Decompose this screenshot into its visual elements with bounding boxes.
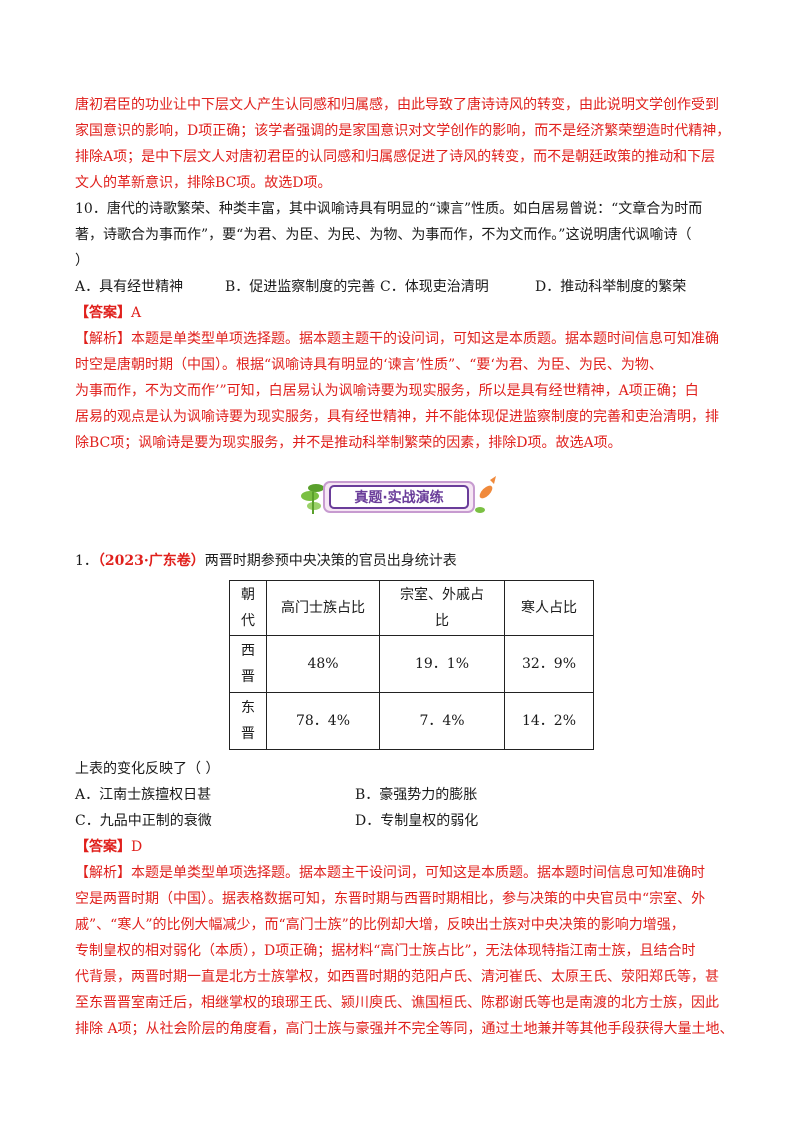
answer-value: A: [131, 305, 142, 321]
question-options-row: C．九品中正制的衰微 D．专制皇权的弱化: [75, 808, 735, 834]
table-cell: 19．1%: [379, 635, 505, 693]
text-line: 文人的革新意识，排除BC项。故选D项。: [75, 175, 332, 191]
option-d: D．专制皇权的弱化: [355, 813, 479, 829]
previous-analysis: 唐初君臣的功业让中下层文人产生认同感和归属感，由此导致了唐诗诗风的转变，由此说明…: [75, 92, 735, 196]
question-options: A．具有经世精神 B．促进监察制度的完善 C．体现吏治清明 D．推动科举制度的繁…: [75, 274, 735, 300]
option-b: B．促进监察制度的完善: [225, 279, 376, 295]
answer-label: 【答案】: [75, 305, 131, 321]
text-line: 排除A项；是中下层文人对唐初君臣的认同感和归属感促进了诗风的转变，而不是朝廷政策…: [75, 149, 716, 165]
analysis-line: 排除 A项；从社会阶层的角度看，高门士族与豪强并不完全等同，通过土地兼并等其他手…: [75, 1021, 734, 1037]
option-b: B．豪强势力的膨胀: [355, 787, 478, 803]
analysis: 【解析】本题是单类型单项选择题。据本题主干设问词，可知这是本质题。据本题时间信息…: [75, 860, 735, 1042]
header-gentry: 高门士族占比: [266, 580, 380, 636]
table-header-row: 朝代 高门士族占比 宗室、外戚占比 寒人占比: [229, 580, 594, 636]
question-stem-line: ）: [75, 253, 89, 269]
leaf-decoration-icon: [301, 484, 324, 514]
answer-line: 【答案】A: [75, 300, 735, 326]
text-line: 家国意识的影响，D项正确；该学者强调的是家国意识对文学创作的影响，而不是经济繁荣…: [75, 123, 731, 139]
analysis-line: 为事而作，不为文而作’”可知，白居易认为讽喻诗要为现实服务，所以是具有经世精神，…: [75, 383, 699, 399]
row-dynasty: 西晋: [229, 635, 267, 693]
header-royal: 宗室、外戚占比: [379, 580, 505, 636]
analysis-line: 代背景，两晋时期一直是北方士族掌权，如西晋时期的范阳卢氏、清河崔氏、太原王氏、荥…: [75, 969, 719, 985]
analysis-line: 【解析】本题是单类型单项选择题。据本题主干设问词，可知这是本质题。据本题时间信息…: [75, 865, 705, 881]
statistics-table: 朝代 高门士族占比 宗室、外戚占比 寒人占比 西晋 48% 19．1% 32．9…: [229, 580, 594, 750]
question-stem-line: 10．唐代的诗歌繁荣、种类丰富，其中讽喻诗具有明显的“谏言”性质。如白居易曾说：…: [75, 201, 703, 217]
table-row: 西晋 48% 19．1% 32．9%: [229, 635, 594, 693]
analysis-line: 至东晋晋室南迁后，相继掌权的琅琊王氏、颍川庾氏、谯国桓氏、陈郡谢氏等也是南渡的北…: [75, 995, 719, 1011]
analysis-line: 戚”、“寒人”的比例大幅减少，而“高门士族”的比例却大增，反映出士族对中央决策的…: [75, 917, 685, 933]
analysis-line: 专制皇权的相对弱化（本质），D项正确；据材料“高门士族占比”，无法体现特指江南士…: [75, 943, 696, 959]
option-a: A．江南士族擅权日甚: [75, 787, 212, 803]
option-c: C．体现吏治清明: [380, 279, 489, 295]
banner-title: 真题·实战演练: [354, 489, 443, 506]
question-10: 10．唐代的诗歌繁荣、种类丰富，其中讽喻诗具有明显的“谏言”性质。如白居易曾说：…: [75, 196, 735, 456]
section-banner: 真题·实战演练: [301, 476, 496, 514]
table-title: 两晋时期参预中央决策的官员出身统计表: [204, 553, 457, 569]
text-line: 唐初君臣的功业让中下层文人产生认同感和归属感，由此导致了唐诗诗风的转变，由此说明…: [75, 97, 719, 113]
header-dynasty: 朝代: [229, 580, 267, 636]
option-c: C．九品中正制的衰微: [75, 813, 212, 829]
answer-line: 【答案】D: [75, 834, 735, 860]
analysis-line: 时空是唐朝时期（中国）。根据“讽喻诗具有明显的‘谏言’性质”、“要‘为君、为臣、…: [75, 357, 663, 373]
table-cell: 48%: [266, 635, 380, 693]
header-commoner: 寒人占比: [504, 580, 594, 636]
question-stem: 上表的变化反映了（ ）: [75, 761, 220, 777]
question-source: （2023·广东卷）: [97, 553, 205, 569]
table-cell: 14．2%: [504, 692, 594, 750]
table-cell: 32．9%: [504, 635, 594, 693]
analysis-line: 居易的观点是认为讽喻诗要为现实服务，具有经世精神，并不能体现促进监察制度的完善和…: [75, 409, 719, 425]
option-d: D．推动科举制度的繁荣: [535, 279, 687, 295]
analysis-line: 【解析】本题是单类型单项选择题。据本题主题干的设问词，可知这是本质题。据本题时间…: [75, 331, 719, 347]
question-1-header: 1．（2023·广东卷）两晋时期参预中央决策的官员出身统计表: [75, 548, 735, 574]
row-dynasty: 东晋: [229, 692, 267, 750]
table-row: 东晋 78．4% 7．4% 14．2%: [229, 692, 594, 750]
question-1-body: 上表的变化反映了（ ） A．江南士族擅权日甚 B．豪强势力的膨胀 C．九品中正制…: [75, 756, 735, 1042]
question-number: 1．: [75, 553, 98, 569]
fish-decoration-icon: [475, 476, 496, 513]
table-cell: 78．4%: [266, 692, 380, 750]
option-a: A．具有经世精神: [75, 279, 184, 295]
answer-value: D: [131, 839, 143, 855]
analysis-line: 空是两晋时期（中国）。据表格数据可知，东晋时期与西晋时期相比，参与决策的中央官员…: [75, 891, 706, 907]
answer-label: 【答案】: [75, 839, 131, 855]
analysis-line: 除BC项；讽喻诗是要为现实服务，并不是推动科举制繁荣的因素，排除D项。故选A项。: [75, 435, 622, 451]
question-options-row: A．江南士族擅权日甚 B．豪强势力的膨胀: [75, 782, 735, 808]
analysis: 【解析】本题是单类型单项选择题。据本题主题干的设问词，可知这是本质题。据本题时间…: [75, 326, 735, 456]
table-cell: 7．4%: [379, 692, 505, 750]
question-stem-line: 著，诗歌合为事而作”，要“为君、为臣、为民、为物、为事而作，不为文而作。”这说明…: [75, 227, 692, 243]
